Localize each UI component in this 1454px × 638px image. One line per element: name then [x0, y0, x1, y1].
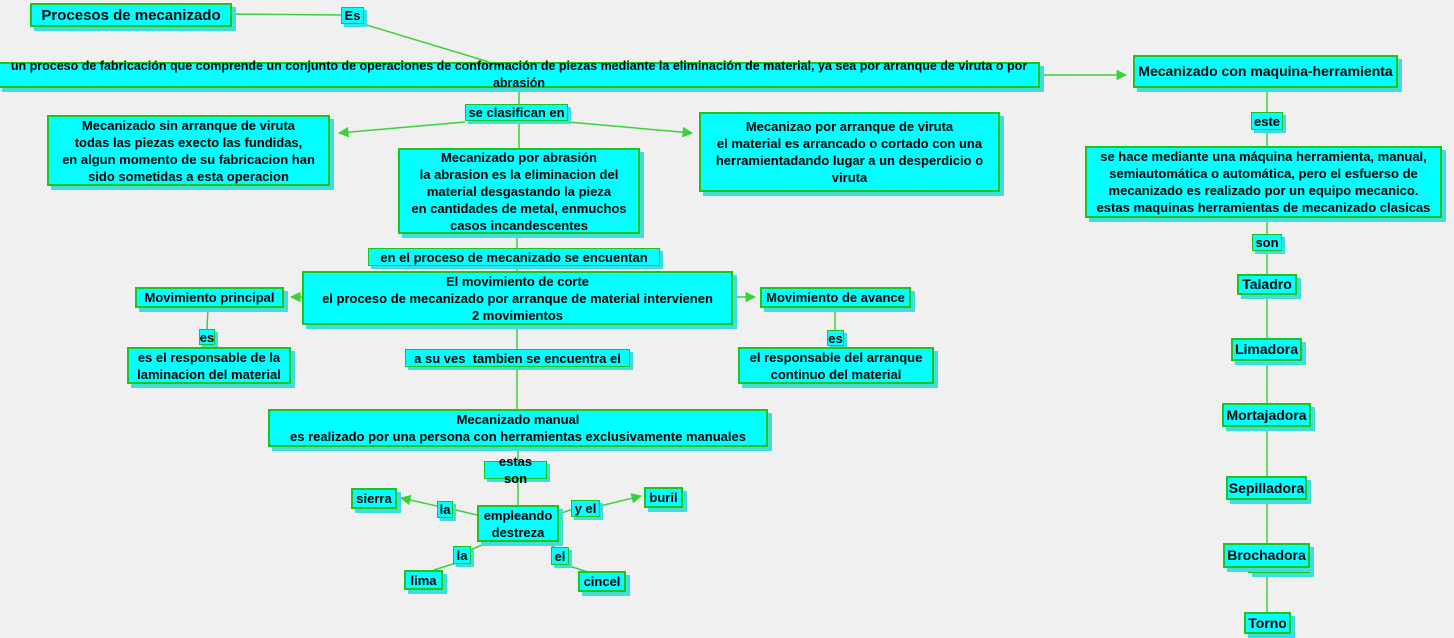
concept-mecanizado-por-abrasion[interactable]: Mecanizado por abrasión la abrasion es l… [398, 148, 640, 234]
link-label-en-el-proceso[interactable]: en el proceso de mecanizado se encuentan [368, 248, 660, 266]
concept-responsable-laminacion[interactable]: es el responsable de la laminacion del m… [127, 347, 291, 384]
concept-taladro[interactable]: Taladro [1237, 274, 1297, 295]
link-label-y-el[interactable]: y el [571, 500, 600, 517]
connector-empleando-el [542, 540, 557, 549]
concept-procesos-de-mecanizado[interactable]: Procesos de mecanizado [30, 3, 232, 27]
connector-es-laminacion [205, 344, 208, 348]
connector-la2-lima [433, 562, 457, 571]
concept-lima[interactable]: lima [404, 570, 443, 590]
concept-mecanizado-maquina-herramienta[interactable]: Mecanizado con maquina-herramienta [1133, 55, 1398, 88]
concept-cincel[interactable]: cincel [578, 571, 626, 592]
connector-principal-es [206, 306, 209, 330]
concept-mortajadora[interactable]: Mortajadora [1222, 403, 1311, 427]
concept-maquina-herramienta-descripcion[interactable]: se hace mediante una máquina herramienta… [1085, 146, 1442, 218]
connector-empleando-la2 [469, 540, 493, 551]
connector-es-definition [359, 22, 490, 63]
link-label-se-clasifican-en[interactable]: se clasifican en [465, 104, 568, 121]
link-label-la-sierra[interactable]: la [437, 501, 453, 518]
concept-sierra[interactable]: sierra [351, 488, 397, 509]
concept-limadora[interactable]: Limadora [1231, 338, 1302, 361]
connector-yel-buril [599, 493, 643, 507]
connector-empleando-la1 [451, 508, 478, 516]
connector-clasifican-sinarranque [337, 121, 466, 138]
connector-title-es [231, 13, 342, 16]
connector-el-cincel [565, 564, 589, 573]
concept-mecanizado-sin-arranque[interactable]: Mecanizado sin arranque de viruta todas … [47, 115, 330, 186]
concept-movimiento-de-corte[interactable]: El movimiento de corte el proceso de mec… [302, 271, 733, 325]
link-label-es[interactable]: Es [341, 7, 364, 24]
concept-brochadora[interactable]: Brochadora [1223, 543, 1310, 568]
connector-empleando-yel [558, 508, 574, 515]
link-label-la-lima[interactable]: la [453, 546, 471, 564]
concept-empleando-destreza[interactable]: empleando destreza [477, 505, 559, 542]
concept-responsable-arranque[interactable]: el responsable del arranque continuo del… [738, 347, 934, 384]
link-label-estas-son[interactable]: estas son [484, 454, 547, 486]
link-label-a-su-ves[interactable]: a su ves tambien se encuentra el [405, 349, 630, 367]
concept-movimiento-de-avance[interactable]: Movimiento de avance [760, 287, 911, 308]
concept-mecanizado-por-arranque[interactable]: Mecanizao por arranque de viruta el mate… [699, 112, 1000, 192]
concept-movimiento-principal[interactable]: Movimiento principal [135, 287, 284, 308]
link-label-este[interactable]: este [1251, 112, 1283, 130]
concept-sepilladora[interactable]: Sepilladora [1226, 476, 1307, 500]
link-label-es-avance[interactable]: es [827, 330, 844, 346]
link-label-son[interactable]: son [1252, 234, 1282, 251]
link-label-el-cincel[interactable]: el [551, 547, 569, 565]
concept-buril[interactable]: buril [644, 487, 683, 508]
concept-torno[interactable]: Torno [1244, 612, 1291, 634]
connector-la1-sierra [399, 494, 438, 507]
concept-definicion[interactable]: un proceso de fabricación que comprende … [0, 59, 1040, 90]
connector-clasifican-arranque [567, 121, 694, 138]
link-label-es-principal[interactable]: es [199, 329, 215, 345]
concept-mecanizado-manual[interactable]: Mecanizado manual es realizado por una p… [268, 409, 768, 447]
